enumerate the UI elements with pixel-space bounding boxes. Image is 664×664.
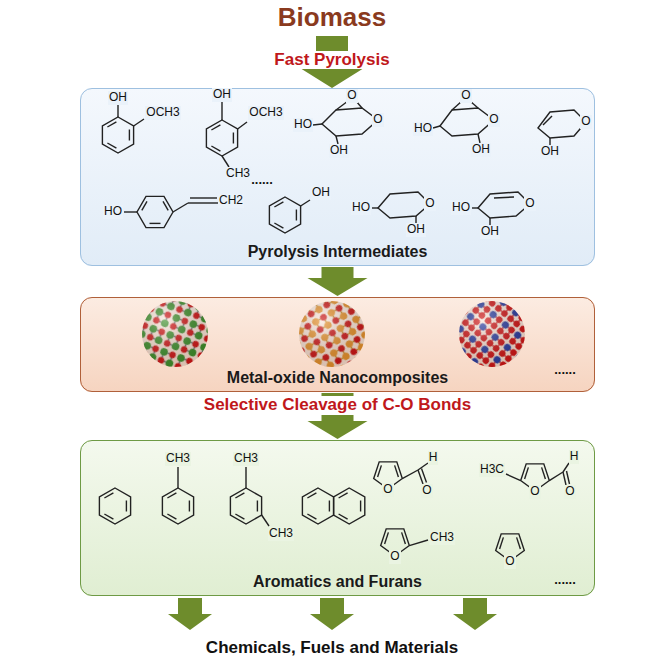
ellipsis-label: ...... [554, 573, 576, 587]
block-arrow [308, 267, 368, 296]
atom-label: O [580, 115, 591, 128]
atom-label: HO [103, 205, 123, 218]
panel-box: Aromatics and Furans [80, 440, 595, 596]
edge-label: Selective Cleavage of C-O Bonds [201, 396, 474, 415]
panel-title: Metal-oxide Nanocomposites [81, 369, 594, 387]
atom-label: O [424, 197, 435, 210]
panel-title: Aromatics and Furans [81, 573, 594, 591]
panel-ground [80, 297, 595, 392]
atom-label: CH3 [268, 527, 294, 540]
atom-label: HO [413, 122, 433, 135]
output-label: Chemicals, Fuels and Materials [206, 639, 458, 658]
atom-label: OCH3 [145, 106, 180, 119]
panel-ground [80, 88, 595, 266]
atom-label: OH [540, 145, 560, 158]
arrow-label: Fast Pyrolysis [273, 51, 390, 70]
atom-label: O [372, 113, 383, 126]
atom-label: CH3 [165, 452, 191, 465]
atom-label: OCH3 [248, 106, 283, 119]
ellipsis-label: ...... [251, 173, 273, 187]
atom-label: HO [351, 201, 371, 214]
atom-label: CH3 [429, 531, 455, 544]
atom-label: O [346, 89, 357, 102]
atom-label: OH [329, 144, 349, 157]
atom-label: O [529, 485, 540, 498]
panel-box: Metal-oxide Nanocomposites [80, 297, 595, 392]
atom-label: HO [293, 118, 313, 131]
atom-label: O [504, 555, 515, 568]
atom-label: OH [406, 223, 426, 236]
atom-label: CH3 [225, 167, 251, 180]
atom-label: OH [480, 225, 500, 238]
block-arrows [168, 598, 497, 630]
atom-label: O [524, 197, 535, 210]
title: Biomass [278, 2, 386, 33]
atom-label: O [382, 483, 393, 496]
atom-label: O [564, 485, 575, 498]
atom-label: O [460, 89, 471, 102]
atom-label: H [428, 451, 439, 464]
atom-label: HO [451, 201, 471, 214]
molecule-drawings [102, 101, 586, 233]
atom-label: CH2 [218, 194, 244, 207]
atom-label: CH3 [233, 452, 259, 465]
panel-ground [80, 440, 595, 596]
atom-label: OH [212, 88, 232, 101]
atom-label: O [488, 113, 499, 126]
molecule-drawings [99, 462, 569, 561]
nanoparticle-clusters [142, 301, 525, 367]
panel-title: Pyrolysis Intermediates [81, 243, 594, 261]
ellipsis-label: ...... [554, 363, 576, 377]
atom-label: OH [311, 186, 331, 199]
atom-label: O [421, 484, 432, 497]
atom-label: OH [471, 143, 491, 156]
atom-label: OH [108, 91, 128, 104]
atom-label: H [569, 450, 580, 463]
atom-label: O [389, 550, 400, 563]
atom-label: H3C [479, 463, 505, 476]
